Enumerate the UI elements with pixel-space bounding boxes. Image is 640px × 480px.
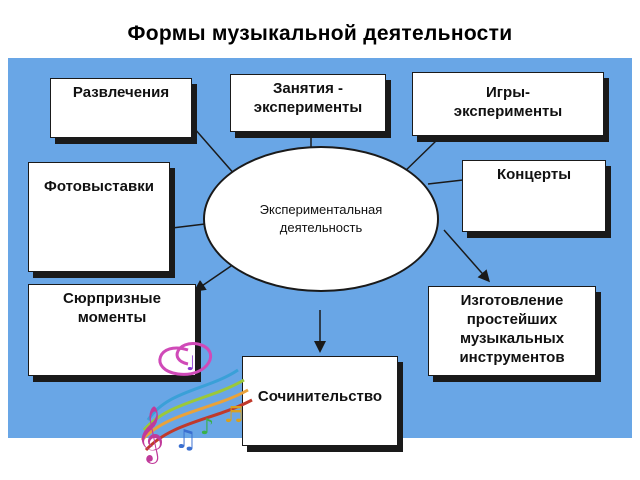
node-sochinitelstvo: Сочинительство [242,356,398,446]
center-node: Экспериментальная деятельность [203,146,439,292]
node-sochinitelstvo-label: Сочинительство [257,388,383,405]
line-syurprizy [193,263,235,292]
svg-text:♩: ♩ [186,351,195,375]
line-izgotovlenie [443,229,490,283]
svg-text:♬: ♬ [224,403,244,428]
node-zanyatiya: Занятия - эксперименты [230,74,386,132]
svg-text:𝄞: 𝄞 [136,406,164,464]
diagram-title: Формы музыкальной деятельности [127,22,513,45]
node-fotovystavki: Фотовыставки [28,162,170,272]
node-igry: Игры- эксперименты [412,72,604,136]
line-koncerty [427,179,464,185]
node-syurprizy: Сюрпризные моменты [28,284,196,376]
line-razvlecheniya [193,127,237,177]
node-zanyatiya-label: Занятия - эксперименты [253,80,363,116]
node-syurprizy-label: Сюрпризные моменты [63,290,161,326]
node-igry-label: Игры- эксперименты [453,84,563,120]
svg-text:♪: ♪ [200,415,214,440]
node-razvlecheniya: Развлечения [50,78,192,138]
line-fotovystavki [171,223,206,229]
node-koncerty: Концерты [462,160,606,232]
node-izgotovlenie: Изготовление простейших музыкальных инст… [428,286,596,376]
node-razvlecheniya-label: Развлечения [72,84,170,101]
node-izgotovlenie-label: Изготовление простейших музыкальных инст… [459,292,565,366]
svg-text:♫: ♫ [174,425,197,455]
center-node-label: Экспериментальная деятельность [259,202,383,235]
node-koncerty-label: Концерты [496,166,572,183]
node-fotovystavki-label: Фотовыставки [44,178,154,195]
music-notes-icon: 𝄞 ♫ ♪ ♬ ♩ [136,342,253,464]
